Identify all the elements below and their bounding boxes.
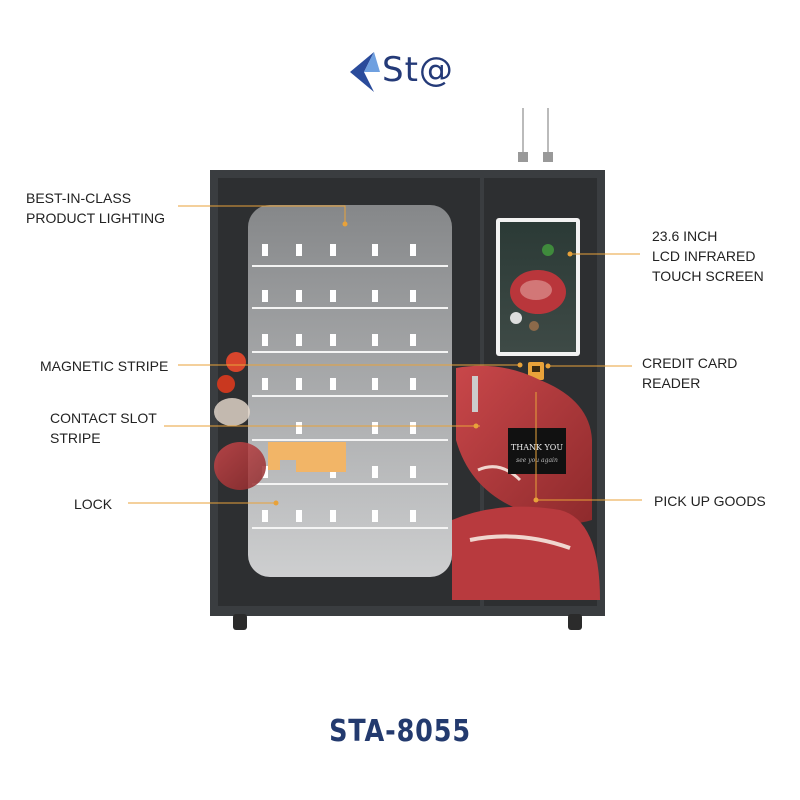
antenna	[518, 108, 553, 162]
meat-decor-right	[452, 365, 600, 600]
product-window	[248, 205, 452, 577]
pickup-text-2: see you again	[516, 457, 558, 464]
model-number: STA-8055	[329, 714, 471, 749]
lock	[268, 442, 346, 472]
shelf-dividers	[262, 244, 416, 522]
magnetic-stripe	[472, 376, 478, 412]
pickup-box	[508, 428, 566, 474]
callout-contact-slot: CONTACT SLOT STRIPE	[50, 410, 157, 446]
logo-text: St@	[382, 50, 454, 90]
machine-feet	[233, 614, 582, 630]
meat-decor-left	[214, 352, 266, 490]
brand-logo: St@	[344, 50, 474, 98]
pickup-text-1: THANK YOU	[511, 443, 563, 452]
logo-chevron-icon	[350, 52, 380, 92]
callout-pick-up-goods: PICK UP GOODS	[654, 493, 766, 509]
callout-touch-screen: 23.6 INCH LCD INFRARED TOUCH SCREEN	[652, 228, 764, 284]
leader-dots	[273, 221, 573, 506]
callout-credit-card-reader: CREDIT CARD READER	[642, 355, 738, 391]
callout-product-lighting: BEST-IN-CLASS PRODUCT LIGHTING	[26, 190, 165, 226]
callout-lock: LOCK	[74, 496, 113, 512]
callout-magnetic-stripe: MAGNETIC STRIPE	[40, 358, 169, 374]
shelves	[252, 265, 448, 529]
screen-steak-image	[510, 244, 566, 331]
